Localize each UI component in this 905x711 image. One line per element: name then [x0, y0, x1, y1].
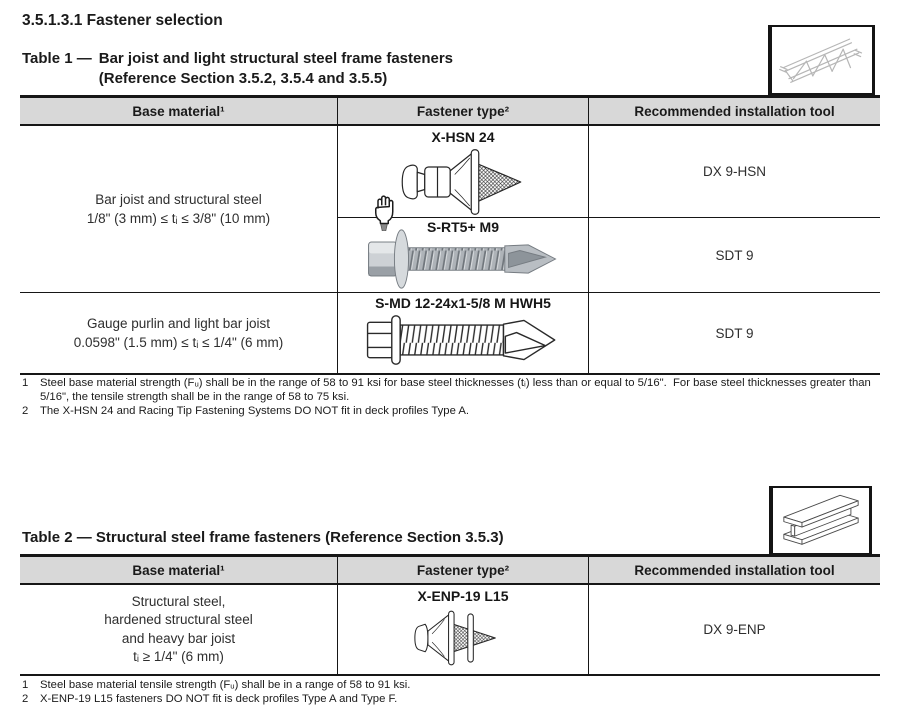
table2-caption: Table 2 — Structural steel frame fastene… — [22, 528, 504, 548]
table2-base-material: Structural steel, hardened structural st… — [20, 585, 338, 674]
base-material-2-line1: Gauge purlin and light bar joist — [86, 316, 271, 331]
truss-icon — [776, 29, 868, 91]
table1-tool-dx9hsn: DX 9-HSN — [589, 126, 880, 218]
table1-base-material-1: Bar joist and structural steel 1/8" (3 m… — [20, 126, 338, 292]
base-material-line1: Structural steel, — [131, 593, 226, 609]
table1-base-material-2: Gauge purlin and light bar joist 0.0598"… — [20, 292, 338, 373]
xhsn24-fastener-illustration — [383, 146, 543, 218]
footnote-text: Steel base material strength (Fᵤ) shall … — [40, 377, 874, 403]
tool-name-dx9hsn: DX 9-HSN — [702, 164, 766, 179]
table1-footnotes: 1 Steel base material strength (Fᵤ) shal… — [22, 377, 880, 418]
smd-fastener-illustration — [360, 313, 566, 367]
table1-caption: Table 1 — Bar joist and light structural… — [22, 49, 453, 89]
steel-i-beam-illustration — [769, 486, 872, 558]
footnote-number: 1 — [22, 377, 29, 389]
base-material-1-line1: Bar joist and structural steel — [95, 192, 262, 207]
fastener-name-xenp: X-ENP-19 L15 — [417, 588, 509, 604]
table1-caption-reference: (Reference Section 3.5.2, 3.5.4 and 3.5.… — [98, 70, 388, 87]
tool-name-dx9enp: DX 9-ENP — [703, 622, 766, 637]
table2-col-installation-tool: Recommended installation tool — [634, 562, 835, 578]
section-heading: 3.5.1.3.1 Fastener selection — [22, 12, 223, 29]
table2-header-row: Base material¹ Fastener type² Recommende… — [20, 557, 880, 585]
table2-tool-dx9enp: DX 9-ENP — [589, 585, 880, 674]
footnote-number: 1 — [22, 679, 29, 691]
xenp-fastener-illustration — [394, 605, 532, 671]
fastener-name-smd: S-MD 12-24x1-5/8 M HWH5 — [375, 295, 551, 311]
fastener-name-srt5: S-RT5+ M9 — [427, 219, 499, 235]
hand-pointer-cursor — [369, 191, 399, 232]
tool-name-sdt9-a: SDT 9 — [715, 247, 754, 263]
table1-col-fastener-type: Fastener type² — [338, 98, 589, 124]
base-material-1-line2: 1/8" (3 mm) ≤ tᵢ ≤ 3/8" (10 mm) — [86, 211, 271, 226]
table1-tool-sdt9-row1: SDT 9 — [589, 218, 880, 292]
table2-col-fastener-type: Fastener type² — [338, 557, 589, 583]
base-material-2-line2: 0.0598" (1.5 mm) ≤ tᵢ ≤ 1/4" (6 mm) — [73, 335, 284, 350]
footnote-text: The X-HSN 24 and Racing Tip Fastening Sy… — [40, 404, 470, 417]
srt5-fastener-illustration — [360, 228, 566, 290]
footnote-text: X-ENP-19 L15 fasteners DO NOT fit is dec… — [40, 692, 398, 705]
table1-caption-title: Bar joist and light structural steel fra… — [98, 50, 454, 67]
table1-footnote-2: 2 The X-HSN 24 and Racing Tip Fastening … — [22, 405, 880, 419]
bar-joist-truss-illustration — [768, 25, 875, 98]
table2-fastener-xenp: X-ENP-19 L15 — [338, 585, 589, 674]
footnote-text: Steel base material tensile strength (Fᵤ… — [40, 679, 411, 691]
base-material-line3: and heavy bar joist — [121, 630, 236, 646]
table2-footnotes: 1 Steel base material tensile strength (… — [22, 679, 880, 707]
base-material-line2: hardened structural steel — [104, 612, 253, 627]
table1-header-row: Base material¹ Fastener type² Recommende… — [20, 98, 880, 126]
footnote-number: 2 — [22, 692, 29, 705]
table2-footnote-1: 1 Steel base material tensile strength (… — [22, 679, 880, 693]
table1-caption-label: Table 1 — — [22, 50, 92, 67]
table1-fastener-srt5: S-RT5+ M9 — [338, 218, 589, 292]
table1-col-base-material: Base material¹ — [20, 98, 338, 124]
table1-tool-sdt9-row2: SDT 9 — [589, 292, 880, 373]
table1: Base material¹ Fastener type² Recommende… — [20, 95, 880, 375]
tool-name-sdt9-b: SDT 9 — [715, 325, 754, 341]
fastener-name-xhsn24: X-HSN 24 — [431, 129, 495, 145]
table2: Base material¹ Fastener type² Recommende… — [20, 554, 880, 676]
base-material-line4: tᵢ ≥ 1/4" (6 mm) — [133, 649, 224, 664]
footnote-number: 2 — [22, 404, 29, 417]
table1-footnote-1: 1 Steel base material strength (Fᵤ) shal… — [22, 377, 880, 405]
i-beam-icon — [777, 489, 865, 552]
table2-footnote-2: 2 X-ENP-19 L15 fasteners DO NOT fit is d… — [22, 693, 880, 707]
table1-col-installation-tool: Recommended installation tool — [634, 103, 835, 119]
table2-col-base-material: Base material¹ — [20, 557, 338, 583]
table1-fastener-smd: S-MD 12-24x1-5/8 M HWH5 — [338, 292, 589, 373]
table2-caption-text: Table 2 — Structural steel frame fastene… — [22, 529, 504, 546]
table1-fastener-xhsn24: X-HSN 24 — [338, 126, 589, 218]
